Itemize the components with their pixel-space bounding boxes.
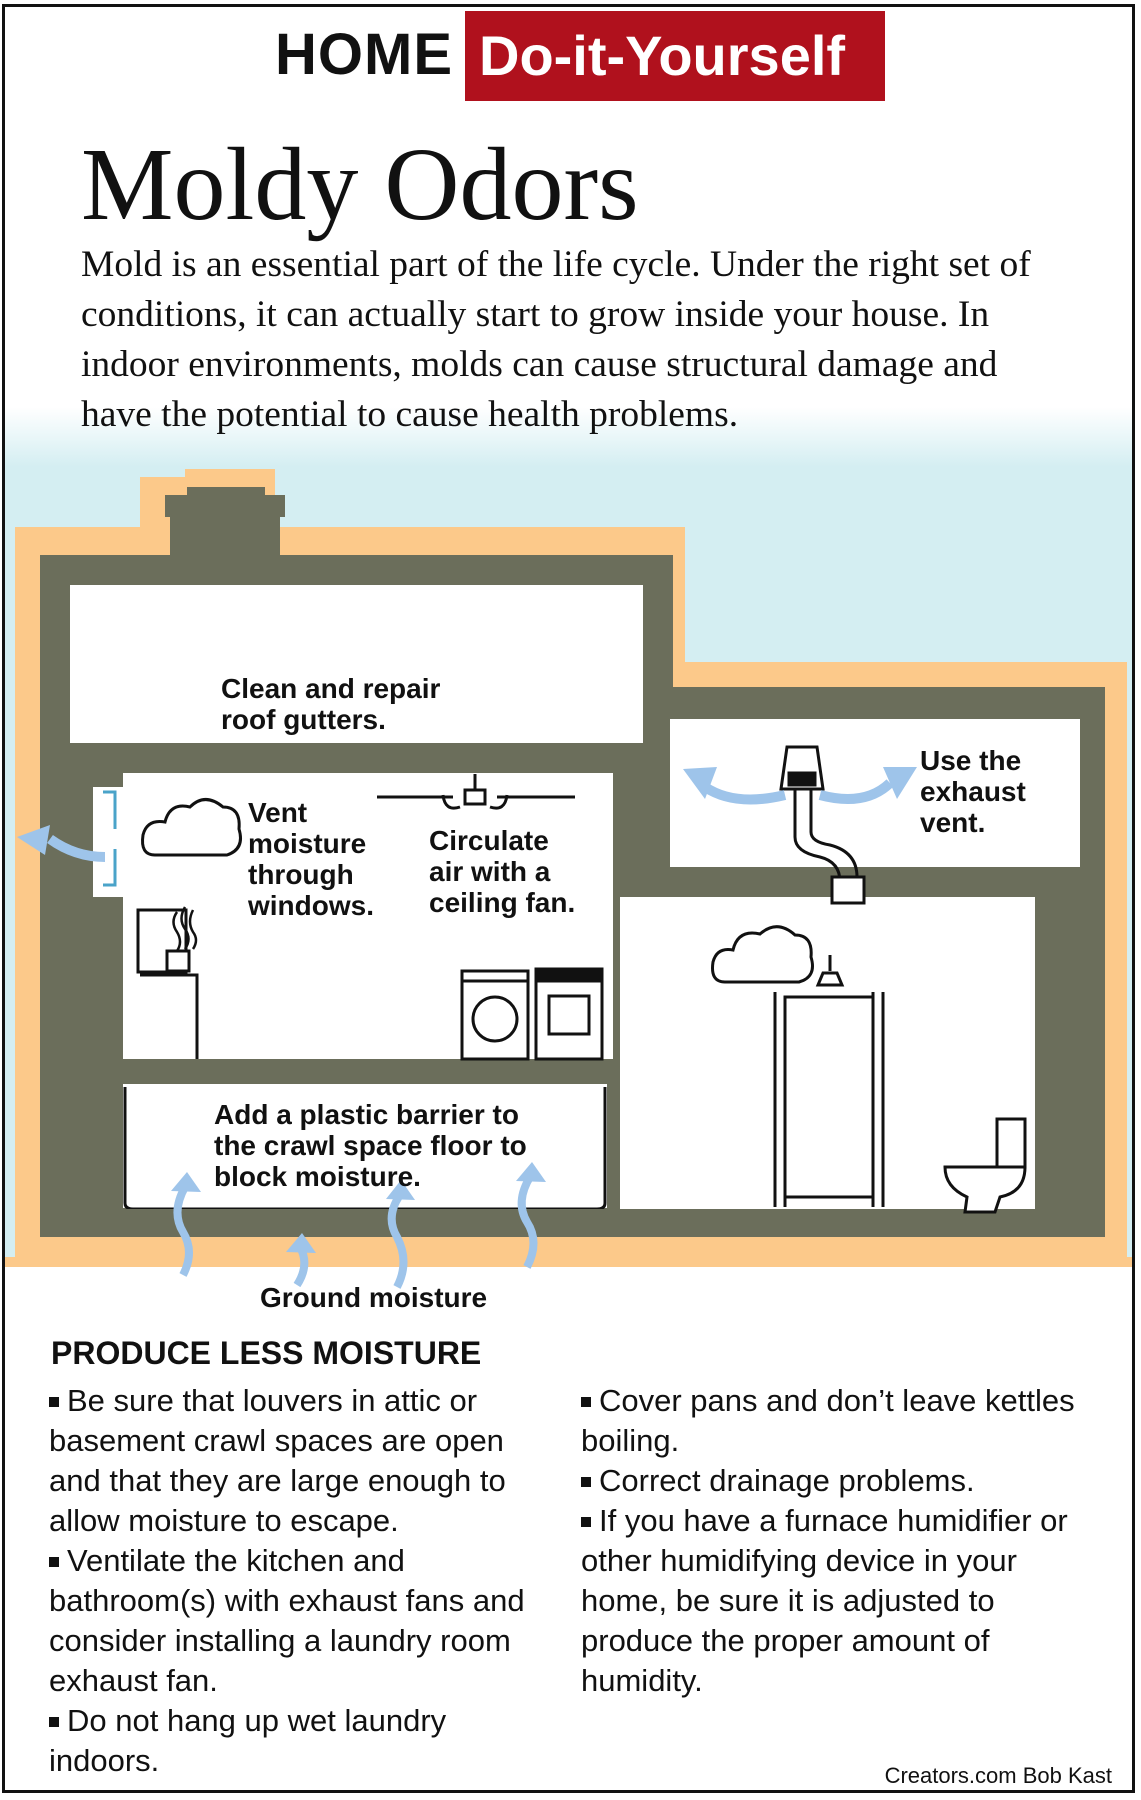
tip-text: Be sure that louvers in attic or basemen… [49, 1383, 506, 1538]
label-ceiling-fan: Circulate air with a ceiling fan. [429, 825, 575, 918]
banner-home: HOME [275, 22, 453, 87]
tip-item: If you have a furnace humidifier or othe… [581, 1501, 1081, 1701]
exhaust-arrows [683, 767, 917, 805]
attic-room [70, 585, 643, 743]
label-exhaust-line: vent. [920, 807, 986, 838]
tip-item: Do not hang up wet laundry indoors. [49, 1701, 544, 1781]
tip-item: Be sure that louvers in attic or basemen… [49, 1381, 544, 1541]
tip-text: Correct drainage problems. [599, 1463, 975, 1498]
exhaust-vent-icon [779, 745, 866, 905]
infographic-frame: HOME Do-it-Yourself Moldy Odors Mold is … [2, 4, 1135, 1793]
label-gutters-line: roof gutters. [221, 704, 386, 735]
tips-right-column: Cover pans and don’t leave kettles boili… [581, 1381, 1081, 1701]
credit-line: Creators.com Bob Kast [884, 1763, 1112, 1788]
bullet-icon [581, 1477, 591, 1487]
tip-item: Correct drainage problems. [581, 1461, 1081, 1501]
toilet-icon [943, 1117, 1027, 1214]
label-exhaust-vent: Use the exhaust vent. [920, 745, 1026, 838]
bullet-icon [49, 1557, 59, 1567]
label-barrier-line: the crawl space floor to [214, 1130, 527, 1161]
banner-diy: Do-it-Yourself [465, 11, 885, 101]
ground-moisture-arrowheads [171, 1162, 546, 1253]
label-fan-line: Circulate [429, 825, 549, 856]
label-barrier-line: block moisture. [214, 1161, 421, 1192]
tip-item: Cover pans and don’t leave kettles boili… [581, 1381, 1081, 1461]
label-vent-windows: Vent moisture through windows. [248, 797, 374, 921]
tip-text: Cover pans and don’t leave kettles boili… [581, 1383, 1075, 1458]
bullet-icon [581, 1397, 591, 1407]
label-gutters-line: Clean and repair [221, 673, 441, 704]
label-vent-line: Vent [248, 797, 308, 828]
window-outflow-arrow [47, 834, 106, 862]
tip-text: If you have a furnace humidifier or othe… [581, 1503, 1068, 1698]
bathroom-cloud-icon [711, 925, 814, 984]
label-exhaust-line: Use the [920, 745, 1022, 776]
dryer-icon [534, 967, 604, 1061]
ceiling-fan-icon [377, 774, 575, 810]
label-vent-line: through [248, 859, 354, 890]
bullet-icon [49, 1717, 59, 1727]
label-fan-line: air with a [429, 856, 551, 887]
label-vent-line: windows. [248, 890, 374, 921]
tip-item: Ventilate the kitchen and bathroom(s) wi… [49, 1541, 544, 1701]
tip-text: Ventilate the kitchen and bathroom(s) wi… [49, 1543, 525, 1698]
bathroom [620, 897, 1035, 1209]
tips-left-column: Be sure that louvers in attic or basemen… [49, 1381, 544, 1781]
moisture-cloud-icon [141, 798, 242, 857]
bullet-icon [49, 1397, 59, 1407]
bullet-icon [581, 1517, 591, 1527]
label-plastic-barrier: Add a plastic barrier to the crawl space… [214, 1099, 527, 1192]
intro-paragraph: Mold is an essential part of the life cy… [81, 244, 1031, 435]
window-icon [93, 787, 123, 897]
label-fan-line: ceiling fan. [429, 887, 576, 918]
label-ground-moisture: Ground moisture [260, 1282, 488, 1313]
shower-head-icon [815, 955, 845, 987]
label-vent-line: moisture [248, 828, 367, 859]
label-exhaust-line: exhaust [920, 776, 1026, 807]
stove-icon [136, 906, 199, 1059]
label-gutters: Clean and repair roof gutters. [221, 673, 440, 735]
house-diagram [5, 469, 1132, 1289]
tip-text: Do not hang up wet laundry indoors. [49, 1703, 447, 1778]
label-barrier-line: Add a plastic barrier to [214, 1099, 519, 1130]
ground-moisture-arrows [173, 1174, 538, 1289]
page-title: Moldy Odors [81, 127, 639, 242]
section-title: PRODUCE LESS MOISTURE [51, 1335, 482, 1371]
washer-icon [460, 969, 530, 1061]
shower-stall [773, 992, 885, 1207]
